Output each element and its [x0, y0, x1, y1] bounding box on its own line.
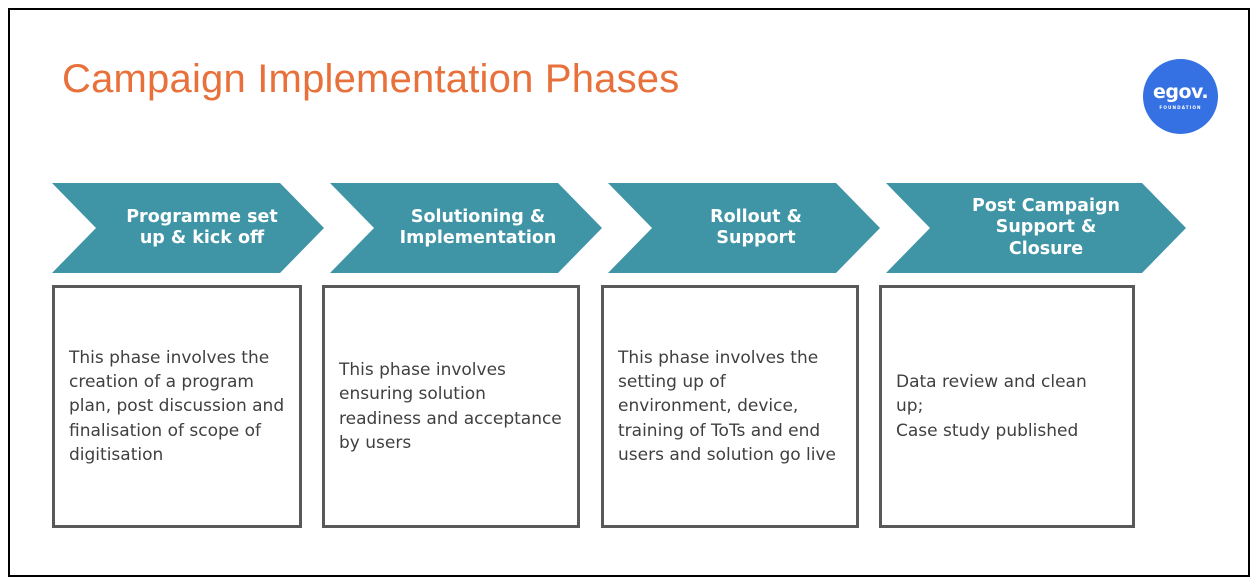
phase-description-box-3: This phase involves the setting up of en…: [601, 285, 859, 528]
page-title: Campaign Implementation Phases: [62, 57, 680, 101]
phase-arrow-1[interactable]: Programme set up & kick off: [52, 183, 324, 273]
phase-arrow-4[interactable]: Post Campaign Support & Closure: [886, 183, 1186, 273]
phase-description-text-4: Data review and clean up; Case study pub…: [896, 372, 1087, 441]
phase-description-box-1: This phase involves the creation of a pr…: [52, 285, 302, 528]
phase-description-box-2: This phase involves ensuring solution re…: [322, 285, 580, 528]
phase-arrow-label-1: Programme set up & kick off: [126, 206, 278, 248]
phase-arrow-band: Programme set up & kick off Solutioning …: [52, 183, 1186, 273]
logo-subtext: FOUNDATION: [1159, 105, 1202, 110]
phase-description-text-1: This phase involves the creation of a pr…: [69, 348, 285, 465]
phase-description-box-4: Data review and clean up; Case study pub…: [879, 285, 1135, 528]
logo-wordmark: egov.: [1152, 81, 1209, 103]
phase-arrow-label-2: Solutioning & Implementation: [399, 206, 557, 248]
phase-arrow-3[interactable]: Rollout & Support: [608, 183, 880, 273]
egov-foundation-logo: egov. FOUNDATION: [1143, 59, 1218, 134]
phase-description-text-3: This phase involves the setting up of en…: [618, 348, 837, 465]
phase-arrow-2[interactable]: Solutioning & Implementation: [330, 183, 602, 273]
phase-arrow-label-3: Rollout & Support: [710, 206, 802, 248]
phase-arrow-label-4: Post Campaign Support & Closure: [972, 195, 1120, 259]
phase-description-text-2: This phase involves ensuring solution re…: [339, 360, 562, 453]
